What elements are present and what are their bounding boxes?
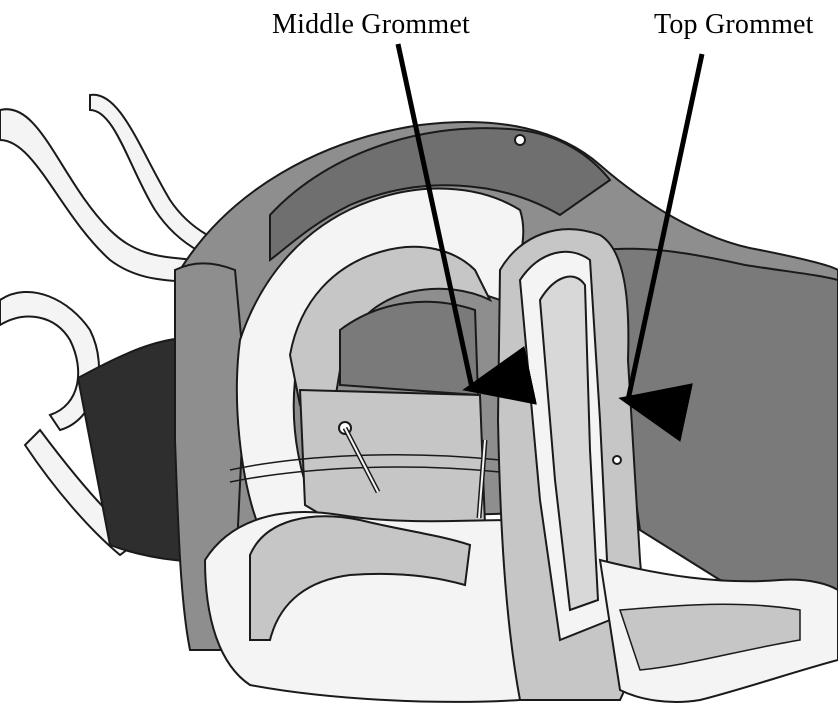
grommet-top-marker (613, 456, 621, 464)
top-grommet-label: Top Grommet (654, 8, 814, 42)
grommet-top-edge (515, 135, 525, 145)
inner-light-panel (300, 390, 485, 526)
middle-grommet-label: Middle Grommet (272, 8, 470, 42)
